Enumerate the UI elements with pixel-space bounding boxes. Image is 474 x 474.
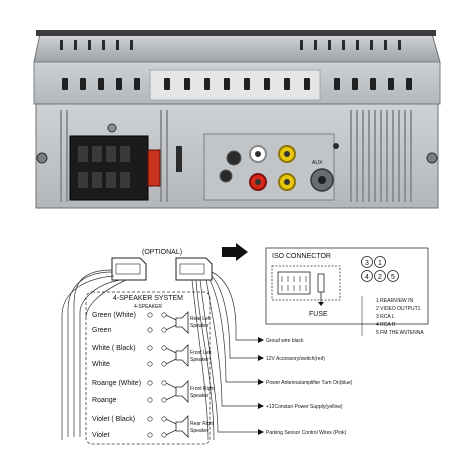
speaker-wire-row: Violet ( Black) xyxy=(92,416,167,423)
jack-legend: 1 REARVIEW IN 2 VIDEO OUTPUT1 3 RCA L 4 … xyxy=(376,298,424,336)
speaker-system-subtitle: 4-SPEAKER xyxy=(134,304,162,310)
antenna-clip xyxy=(176,146,182,172)
svg-text:White ( Black): White ( Black) xyxy=(92,345,136,352)
svg-text:Violet: Violet xyxy=(92,432,109,439)
middle-vent-slots xyxy=(62,78,412,90)
connection-labels: Groud wire black 12V Accessory/switch(re… xyxy=(266,338,353,436)
svg-text:Front Right: Front Right xyxy=(190,386,215,392)
svg-text:5: 5 xyxy=(391,274,395,281)
speaker-wire-row: Green (White) xyxy=(92,312,167,319)
side-screw-right xyxy=(426,152,438,164)
left-wire-fan xyxy=(61,269,127,440)
speaker-wire-rows: Green (White) Green White ( Black) White… xyxy=(92,312,167,439)
antenna-wire-label: Power Antenna/amplifier Turn On(blue) xyxy=(266,380,353,386)
svg-text:2: 2 xyxy=(378,274,382,281)
constant-power-label: +12Constan Power Supply(yellow) xyxy=(266,404,343,410)
speaker-system-box xyxy=(85,291,211,445)
iso-pin-block xyxy=(277,271,311,295)
direction-arrow-icon xyxy=(222,243,248,261)
rear-fin-slots xyxy=(60,110,412,202)
plate-screw xyxy=(107,123,117,133)
aux-label: AUX xyxy=(312,160,323,166)
speaker-icon xyxy=(175,380,189,403)
iso-connector-pins xyxy=(78,146,130,188)
top-vent-slots xyxy=(60,40,401,50)
left-harness-plug xyxy=(111,257,147,281)
accessory-wire-label: 12V Accessory/switch(red) xyxy=(266,356,325,362)
jack-numbers: 3 1 4 2 5 xyxy=(361,256,399,282)
speaker-front-right: Front Right Speaker xyxy=(165,380,215,403)
speaker-wire-row: Green xyxy=(92,327,167,334)
optional-label: (OPTIONAL) xyxy=(142,249,182,256)
rearview-jack xyxy=(226,150,242,166)
svg-text:Roange (White): Roange (White) xyxy=(92,380,141,387)
speaker-icon xyxy=(175,344,189,367)
speaker-icon xyxy=(175,311,189,334)
svg-text:White: White xyxy=(92,361,110,368)
speaker-wire-row: Roange (White) xyxy=(92,380,167,387)
speaker-system-title: 4-SPEAKER SYSTEM xyxy=(113,295,183,302)
svg-text:Speaker: Speaker xyxy=(190,357,209,363)
wiring-diagram: (OPTIONAL) xyxy=(61,243,429,445)
svg-text:Speaker: Speaker xyxy=(190,428,209,434)
ground-wire-label: Groud wire black xyxy=(266,338,304,344)
svg-text:4 RCA R: 4 RCA R xyxy=(376,322,396,328)
svg-text:Speaker: Speaker xyxy=(190,323,209,329)
speaker-rear-right: Rear Right Speaker xyxy=(165,415,215,438)
svg-text:3: 3 xyxy=(365,260,369,267)
svg-text:5 FM THE ANTENNA: 5 FM THE ANTENNA xyxy=(376,330,424,336)
speaker-rear-left: Rear Left Speaker xyxy=(165,311,211,334)
connection-arrowheads xyxy=(258,337,264,435)
svg-text:1 REARVIEW IN: 1 REARVIEW IN xyxy=(376,298,414,304)
svg-text:Front Left: Front Left xyxy=(190,350,212,356)
svg-text:Violet ( Black): Violet ( Black) xyxy=(92,416,135,423)
rca-panel xyxy=(203,133,335,201)
fuse-label: FUSE xyxy=(309,311,328,318)
speaker-wire-row: White xyxy=(92,361,167,368)
fuse xyxy=(147,149,161,187)
svg-text:Roange: Roange xyxy=(92,397,117,404)
svg-text:1: 1 xyxy=(378,260,382,267)
speaker-wire-row: Roange xyxy=(92,397,167,404)
svg-text:3 RCA L: 3 RCA L xyxy=(376,314,395,320)
svg-text:Speaker: Speaker xyxy=(190,393,209,399)
iso-connector-diagram-box xyxy=(265,247,429,325)
svg-text:4: 4 xyxy=(365,274,369,281)
iso-connector-block xyxy=(69,135,149,201)
svg-text:Green: Green xyxy=(92,327,112,334)
right-harness-plug xyxy=(175,257,213,281)
speaker-wire-row: White ( Black) xyxy=(92,345,167,352)
iso-pin-grid xyxy=(281,276,307,291)
parking-sensor-label: Parking Sensor Control Wires (Pink) xyxy=(266,430,347,436)
radio-label-plate xyxy=(149,69,321,101)
svg-text:Rear Left: Rear Left xyxy=(190,316,211,322)
iso-connector-title: ISO CONNECTOR xyxy=(272,253,331,260)
right-wire-fan xyxy=(191,271,258,441)
speaker-front-left: Front Left Speaker xyxy=(165,344,212,367)
speaker-icon xyxy=(175,415,189,438)
radio-top-shell xyxy=(33,33,441,63)
side-screw-left xyxy=(36,152,48,164)
radio-top-edge xyxy=(36,30,436,36)
speaker-wire-row: Violet xyxy=(92,432,167,439)
svg-text:Green (White): Green (White) xyxy=(92,312,136,319)
small-jack xyxy=(219,169,233,183)
iso-connector-outline xyxy=(271,265,341,301)
svg-text:Rear Right: Rear Right xyxy=(190,421,215,427)
svg-text:2 VIDEO OUTPUT1: 2 VIDEO OUTPUT1 xyxy=(376,306,421,312)
panel-screw-hole xyxy=(333,143,339,149)
radio-photo: AUX xyxy=(33,30,441,209)
